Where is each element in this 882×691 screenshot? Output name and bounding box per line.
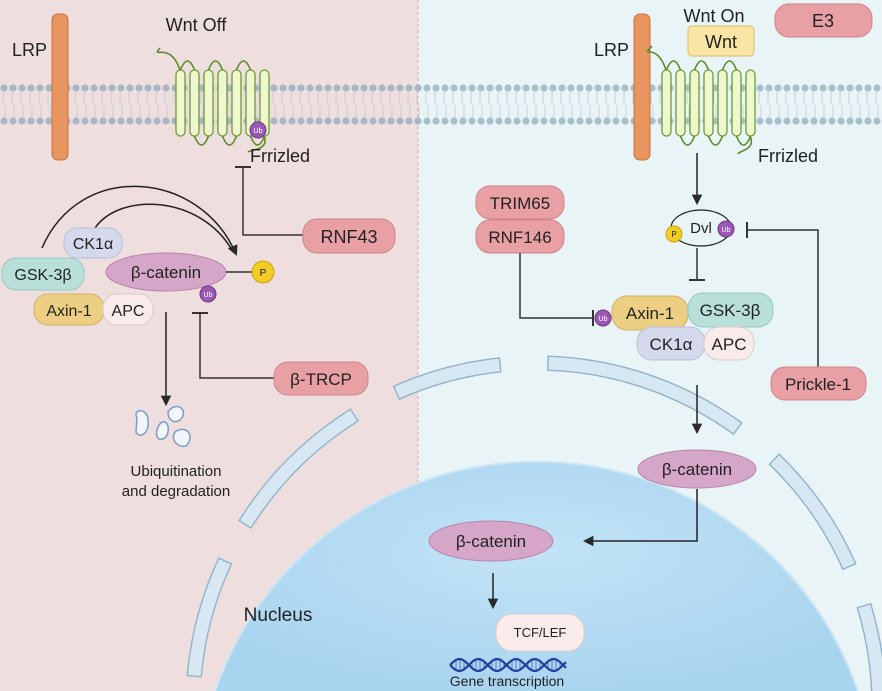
nucleus-label: Nucleus bbox=[244, 605, 313, 626]
svg-text:Ub: Ub bbox=[204, 292, 213, 299]
degraded-fragments bbox=[135, 405, 191, 448]
gsk3b-right: GSK-3β bbox=[687, 292, 774, 328]
p-left: P bbox=[251, 260, 275, 284]
lrp-left-label: LRP bbox=[12, 40, 47, 60]
frizzled-left bbox=[156, 47, 270, 153]
p-dvl: P bbox=[665, 225, 683, 243]
bcatenin-left: β-catenin bbox=[105, 252, 227, 292]
svg-text:β-catenin: β-catenin bbox=[131, 263, 201, 282]
svg-text:GSK-3β: GSK-3β bbox=[14, 267, 71, 284]
wnt-off-title: Wnt Off bbox=[166, 15, 228, 35]
ub-axin1-right: Ub bbox=[594, 309, 612, 327]
axin1-left: Axin-1 bbox=[33, 293, 105, 326]
svg-text:Ub: Ub bbox=[599, 316, 608, 323]
frizzled-right-label: Frrizled bbox=[758, 146, 818, 166]
rnf43-inhibit-line bbox=[242, 168, 303, 236]
degradation-label-2: and degradation bbox=[122, 483, 230, 500]
apc-left: APC bbox=[102, 293, 154, 326]
degradation-label-1: Ubiquitination bbox=[131, 463, 222, 480]
svg-text:TRIM65: TRIM65 bbox=[490, 194, 550, 213]
ub-frizzled-left: Ub bbox=[249, 121, 267, 139]
svg-text:Dvl: Dvl bbox=[690, 220, 712, 237]
svg-text:β-catenin: β-catenin bbox=[456, 532, 526, 551]
rnf43-box: RNF43 bbox=[302, 218, 396, 254]
svg-text:Wnt: Wnt bbox=[705, 32, 737, 52]
svg-text:CK1α: CK1α bbox=[73, 236, 113, 253]
btrcp-inhibit-line bbox=[199, 314, 274, 379]
wnt-ligand: Wnt bbox=[687, 25, 755, 57]
svg-text:Axin-1: Axin-1 bbox=[46, 303, 91, 320]
svg-text:β-TRCP: β-TRCP bbox=[290, 370, 352, 389]
svg-text:β-catenin: β-catenin bbox=[662, 460, 732, 479]
bcatenin-nucleus: β-catenin bbox=[428, 520, 554, 562]
rnf146-inhibit-line bbox=[519, 253, 592, 319]
ck1a-left: CK1α bbox=[63, 227, 123, 259]
gsk3b-phospho-arrow bbox=[41, 185, 238, 256]
nuclear-import-arrow bbox=[582, 489, 698, 547]
ck1a-right: CK1α bbox=[636, 326, 706, 361]
axin1-right: Axin-1 bbox=[611, 295, 689, 331]
ck1a-phospho-arrow bbox=[94, 203, 233, 251]
ub-dvl: Ub bbox=[717, 220, 735, 238]
rnf146-box: RNF146 bbox=[475, 219, 565, 254]
bcatenin-right: β-catenin bbox=[637, 449, 757, 489]
gene-transcription-label: Gene transcription bbox=[450, 673, 564, 689]
svg-text:TCF/LEF: TCF/LEF bbox=[514, 625, 567, 640]
svg-text:P: P bbox=[671, 230, 676, 239]
dna-helix-icon bbox=[449, 657, 567, 673]
trim65-box: TRIM65 bbox=[475, 185, 565, 220]
svg-text:APC: APC bbox=[712, 335, 747, 354]
svg-text:Prickle-1: Prickle-1 bbox=[785, 375, 851, 394]
svg-text:RNF146: RNF146 bbox=[488, 228, 551, 247]
svg-text:Ub: Ub bbox=[254, 128, 263, 135]
svg-text:CK1α: CK1α bbox=[650, 335, 693, 354]
svg-text:E3: E3 bbox=[812, 11, 834, 31]
prickle1-inhibit-line bbox=[748, 229, 819, 368]
prickle1-box: Prickle-1 bbox=[770, 366, 867, 401]
apc-right: APC bbox=[703, 326, 755, 361]
svg-text:RNF43: RNF43 bbox=[320, 227, 377, 247]
btrcp-box: β-TRCP bbox=[273, 361, 369, 396]
e3-badge: E3 bbox=[774, 3, 873, 38]
svg-text:Axin-1: Axin-1 bbox=[626, 304, 674, 323]
ub-bcatenin-left: Ub bbox=[199, 285, 217, 303]
wnt-on-title: Wnt On bbox=[683, 6, 744, 26]
lrp-left bbox=[51, 13, 69, 161]
tcflef-box: TCF/LEF bbox=[495, 613, 585, 652]
nuclear-envelope bbox=[186, 355, 882, 691]
svg-text:Ub: Ub bbox=[722, 227, 731, 234]
svg-text:P: P bbox=[260, 268, 267, 279]
frizzled-left-label: Frrizled bbox=[250, 146, 310, 166]
lrp-right bbox=[633, 13, 651, 161]
svg-text:GSK-3β: GSK-3β bbox=[700, 301, 761, 320]
svg-text:APC: APC bbox=[112, 303, 145, 320]
frizzled-right bbox=[646, 45, 756, 155]
gsk3b-left: GSK-3β bbox=[1, 257, 85, 291]
lrp-right-label: LRP bbox=[594, 40, 629, 60]
